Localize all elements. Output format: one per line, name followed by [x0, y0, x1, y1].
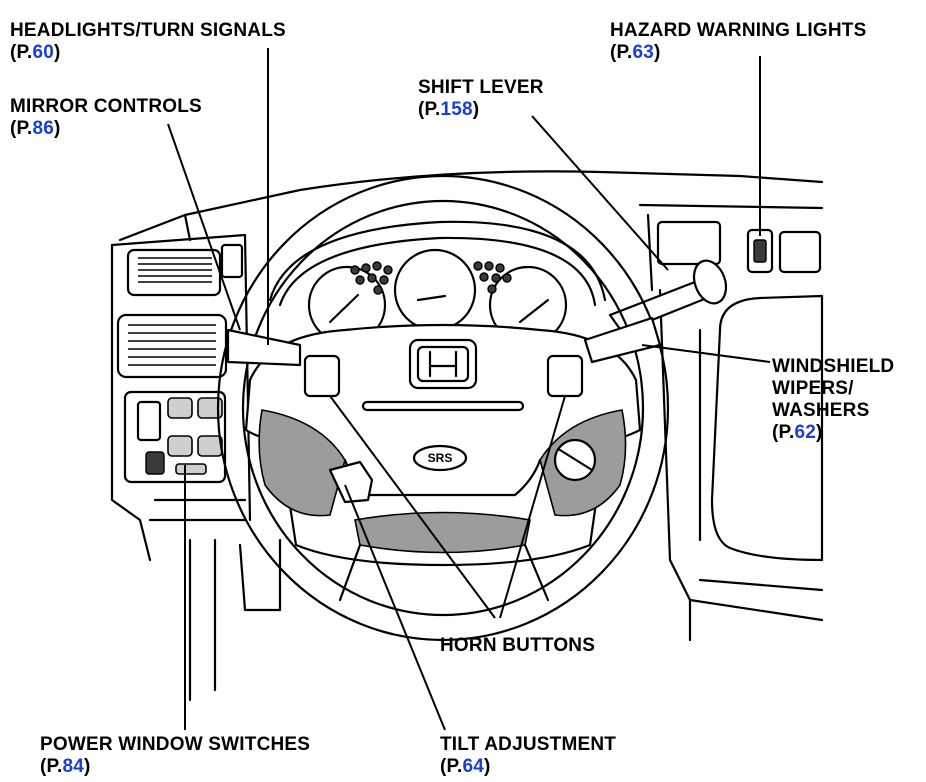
leader-lines: [167, 48, 771, 731]
page-link-power-window[interactable]: 84: [62, 756, 84, 777]
callout-shift-label: SHIFT LEVER: [418, 77, 544, 98]
page-link-mirror[interactable]: 86: [32, 118, 54, 139]
callout-hazard-label: HAZARD WARNING LIGHTS: [610, 20, 867, 41]
callout-horn: HORN BUTTONS: [440, 635, 595, 657]
callout-tilt: TILT ADJUSTMENT (P.64): [440, 734, 616, 778]
middle-vent: [116, 313, 228, 379]
steering-wheel: [216, 174, 670, 642]
shift-lever: [608, 259, 728, 334]
callout-tilt-ref: (P.64): [440, 756, 491, 777]
callout-wipers-label-3: WASHERS: [772, 400, 870, 421]
page-link-shift[interactable]: 158: [440, 99, 473, 120]
callout-shift: SHIFT LEVER (P.158): [418, 77, 544, 121]
right-console: [656, 220, 824, 642]
callout-power-window-ref: (P.84): [40, 756, 91, 777]
callout-hazard-ref: (P.63): [610, 42, 661, 63]
callout-horn-label: HORN BUTTONS: [440, 635, 596, 656]
page-link-headlights[interactable]: 60: [32, 42, 54, 63]
callout-headlights: HEADLIGHTS/TURN SIGNALS (P.60): [10, 20, 286, 64]
callout-mirror-ref: (P.86): [10, 118, 61, 139]
page-link-tilt[interactable]: 64: [462, 756, 484, 777]
switch-panel: [123, 390, 227, 484]
callout-wipers: WINDSHIELD WIPERS/ WASHERS (P.62): [772, 356, 894, 444]
upper-vent: [126, 243, 244, 297]
callout-mirror: MIRROR CONTROLS (P.86): [10, 96, 202, 140]
callout-wipers-label-1: WINDSHIELD: [772, 356, 895, 377]
instrument-cluster: [268, 220, 607, 345]
callout-wipers-ref: (P.62): [772, 422, 823, 443]
page-link-wipers[interactable]: 62: [794, 422, 816, 443]
callout-headlights-ref: (P.60): [10, 42, 61, 63]
srs-badge-shape: [412, 444, 468, 472]
callout-shift-ref: (P.158): [418, 99, 480, 120]
callout-wipers-label-2: WIPERS/: [772, 378, 854, 399]
callout-tilt-label: TILT ADJUSTMENT: [440, 734, 617, 755]
hazard-switch: [746, 228, 774, 274]
callout-headlights-label: HEADLIGHTS/TURN SIGNALS: [10, 20, 286, 41]
callout-power-window-label: POWER WINDOW SWITCHES: [40, 734, 311, 755]
callout-hazard: HAZARD WARNING LIGHTS (P.63): [610, 20, 866, 64]
srs-badge-label: SRS: [427, 451, 453, 465]
page-link-hazard[interactable]: 63: [632, 42, 654, 63]
callout-mirror-label: MIRROR CONTROLS: [10, 96, 202, 117]
callout-power-window: POWER WINDOW SWITCHES (P.84): [40, 734, 310, 778]
